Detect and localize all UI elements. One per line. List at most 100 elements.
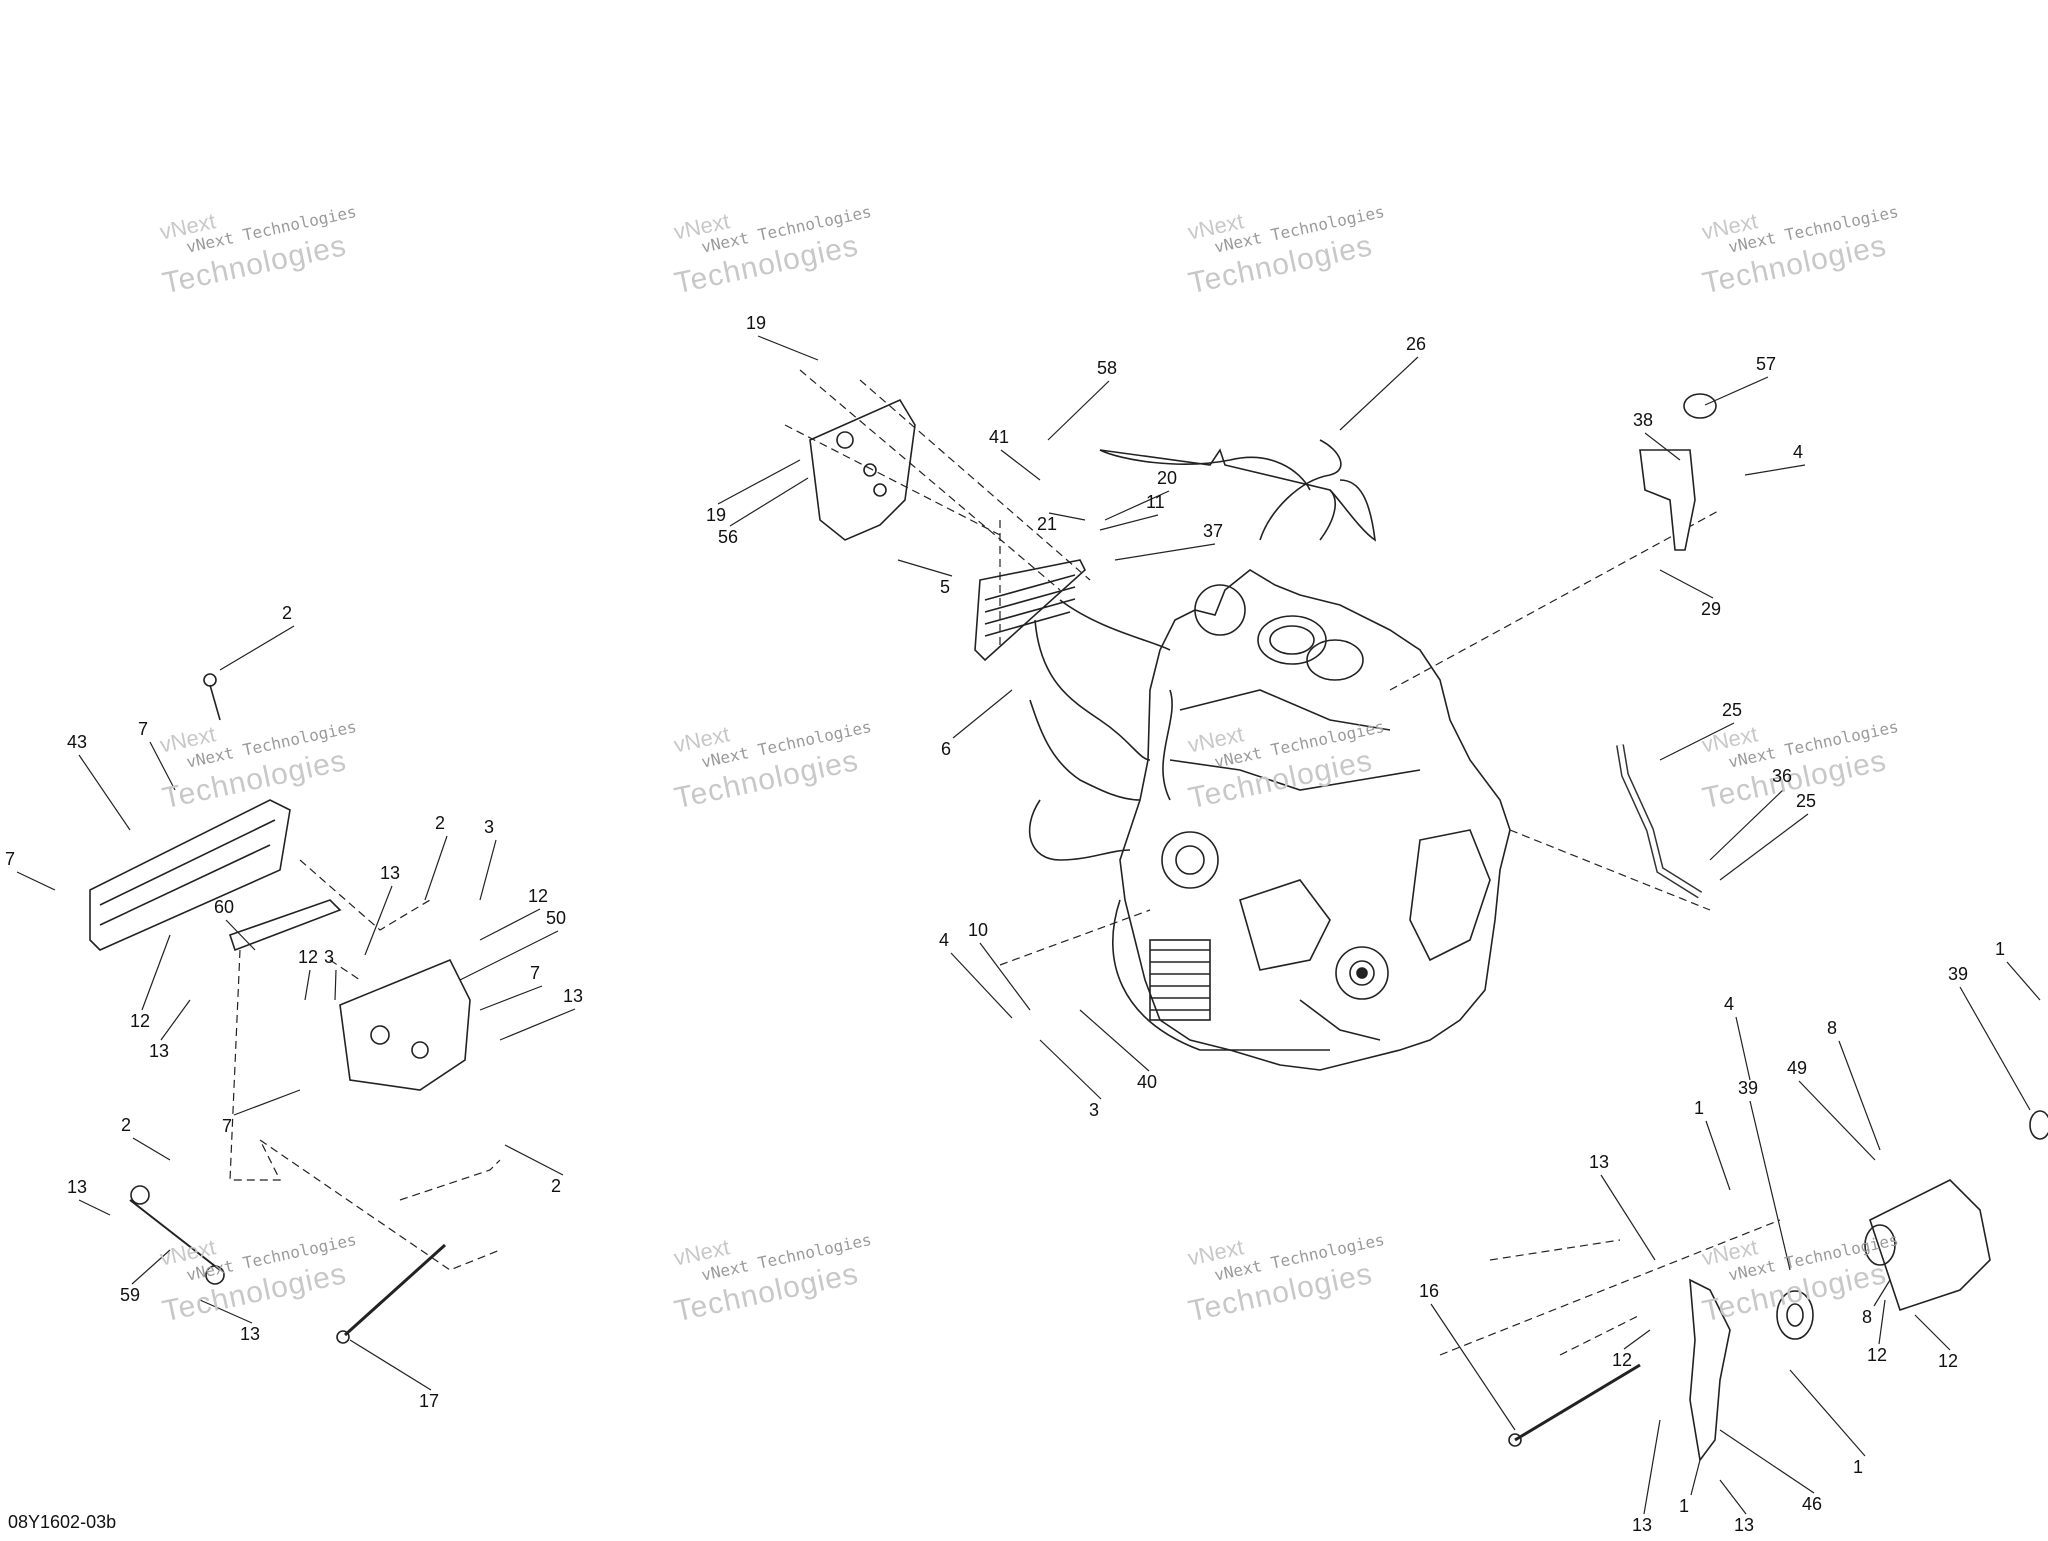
- callout-number: 12: [298, 947, 319, 967]
- leader-line: [334, 969, 337, 1001]
- leader-line: [1659, 569, 1714, 599]
- callout-number: 12: [1867, 1345, 1888, 1365]
- leader-line: [504, 1144, 564, 1176]
- leader-line: [364, 885, 393, 956]
- callout-number: 16: [1419, 1281, 1440, 1301]
- callout-number: 13: [149, 1041, 170, 1061]
- leader-line: [1709, 788, 1785, 861]
- callout-number: 4: [1793, 442, 1804, 462]
- callout-number: 26: [1406, 334, 1427, 354]
- callout-number: 50: [546, 908, 567, 928]
- right-mount-assembly: [1508, 1110, 2048, 1462]
- callout-number: 59: [120, 1285, 141, 1305]
- leader-line: [1623, 1329, 1651, 1350]
- leader-line: [233, 1089, 301, 1116]
- callout-number: 12: [130, 1011, 151, 1031]
- callout-number: 6: [941, 739, 952, 759]
- leader-line: [16, 871, 56, 891]
- leader-line: [219, 625, 295, 671]
- leader-line: [757, 335, 819, 361]
- leader-line: [304, 969, 311, 1001]
- leader-line: [1659, 722, 1735, 761]
- callout-number: 8: [1827, 1018, 1838, 1038]
- callout-number: 60: [214, 897, 235, 917]
- leader-line: [199, 1299, 253, 1324]
- diagram-code: 08Y1602-03b: [8, 1512, 117, 1532]
- leader-line: [78, 754, 131, 831]
- leader-line: [717, 459, 801, 505]
- callout-number: 58: [1097, 358, 1118, 378]
- leader-line: [149, 741, 176, 791]
- callout-number: 40: [1137, 1072, 1158, 1092]
- callout-number: 3: [324, 947, 335, 967]
- callout-number: 10: [968, 920, 989, 940]
- leader-line: [1749, 1100, 1791, 1271]
- callout-number: 13: [240, 1324, 261, 1344]
- callout-number: 37: [1203, 521, 1224, 541]
- callout-number: 13: [1632, 1515, 1653, 1535]
- leader-line: [1744, 464, 1806, 476]
- leader-line: [1047, 380, 1110, 441]
- leader-line: [729, 477, 809, 527]
- callout-number: 1: [1679, 1496, 1690, 1516]
- leader-line: [349, 1339, 432, 1391]
- callout-number: 36: [1772, 766, 1793, 786]
- callout-number: 12: [1612, 1350, 1633, 1370]
- leader-line: [1039, 1039, 1102, 1100]
- leader-line: [979, 942, 1031, 1011]
- leader-line: [1048, 512, 1086, 521]
- leader-line: [1114, 543, 1216, 561]
- callout-number: 19: [746, 313, 767, 333]
- callout-number: 1: [1995, 939, 2006, 959]
- callout-number: 13: [1589, 1152, 1610, 1172]
- leader-line: [1719, 1479, 1747, 1515]
- callout-number: 13: [1734, 1515, 1755, 1535]
- callout-number: 25: [1796, 791, 1817, 811]
- leader-line: [1104, 490, 1170, 521]
- callout-number: 7: [530, 963, 541, 983]
- callout-number: 46: [1802, 1494, 1823, 1514]
- leader-line: [479, 985, 543, 1011]
- leader-line: [1704, 376, 1769, 406]
- leader-line: [131, 1249, 171, 1285]
- leader-line: [160, 999, 191, 1041]
- leader-line: [1339, 356, 1419, 431]
- callout-number: 13: [563, 986, 584, 1006]
- leader-line: [1838, 1040, 1881, 1151]
- callout-number: 25: [1722, 700, 1743, 720]
- leader-line: [1705, 1120, 1731, 1191]
- callout-number: 1: [1694, 1098, 1705, 1118]
- leader-line: [1719, 813, 1809, 881]
- callout-number: 3: [484, 817, 495, 837]
- leader-line: [424, 835, 448, 901]
- leader-line: [1959, 986, 2031, 1111]
- leader-line: [1690, 1459, 1701, 1496]
- leader-line: [897, 559, 953, 577]
- leader-line: [1000, 449, 1041, 481]
- callout-number: 49: [1787, 1058, 1808, 1078]
- callout-number: 29: [1701, 599, 1722, 619]
- callout-number: 1: [1853, 1457, 1864, 1477]
- callout-number: 12: [528, 886, 549, 906]
- callout-number: 3: [1089, 1100, 1100, 1120]
- callout-number: 11: [1146, 492, 1165, 512]
- leader-line: [78, 1199, 111, 1216]
- callout-number: 17: [419, 1391, 440, 1411]
- callout-number: 7: [138, 719, 149, 739]
- leader-line: [950, 952, 1013, 1019]
- callout-number: 20: [1157, 468, 1178, 488]
- leader-line: [499, 1008, 576, 1041]
- leader-line: [1644, 432, 1681, 461]
- leader-line: [1789, 1369, 1866, 1457]
- callout-number: 43: [67, 732, 88, 752]
- engine-assembly: [1028, 439, 1511, 1071]
- callout-number: 12: [1938, 1351, 1959, 1371]
- callout-number: 7: [5, 849, 16, 869]
- callout-number: 2: [435, 813, 446, 833]
- leader-line: [1914, 1314, 1951, 1351]
- callout-number: 41: [989, 427, 1010, 447]
- leader-line: [1798, 1080, 1876, 1161]
- leader-line: [132, 1137, 171, 1161]
